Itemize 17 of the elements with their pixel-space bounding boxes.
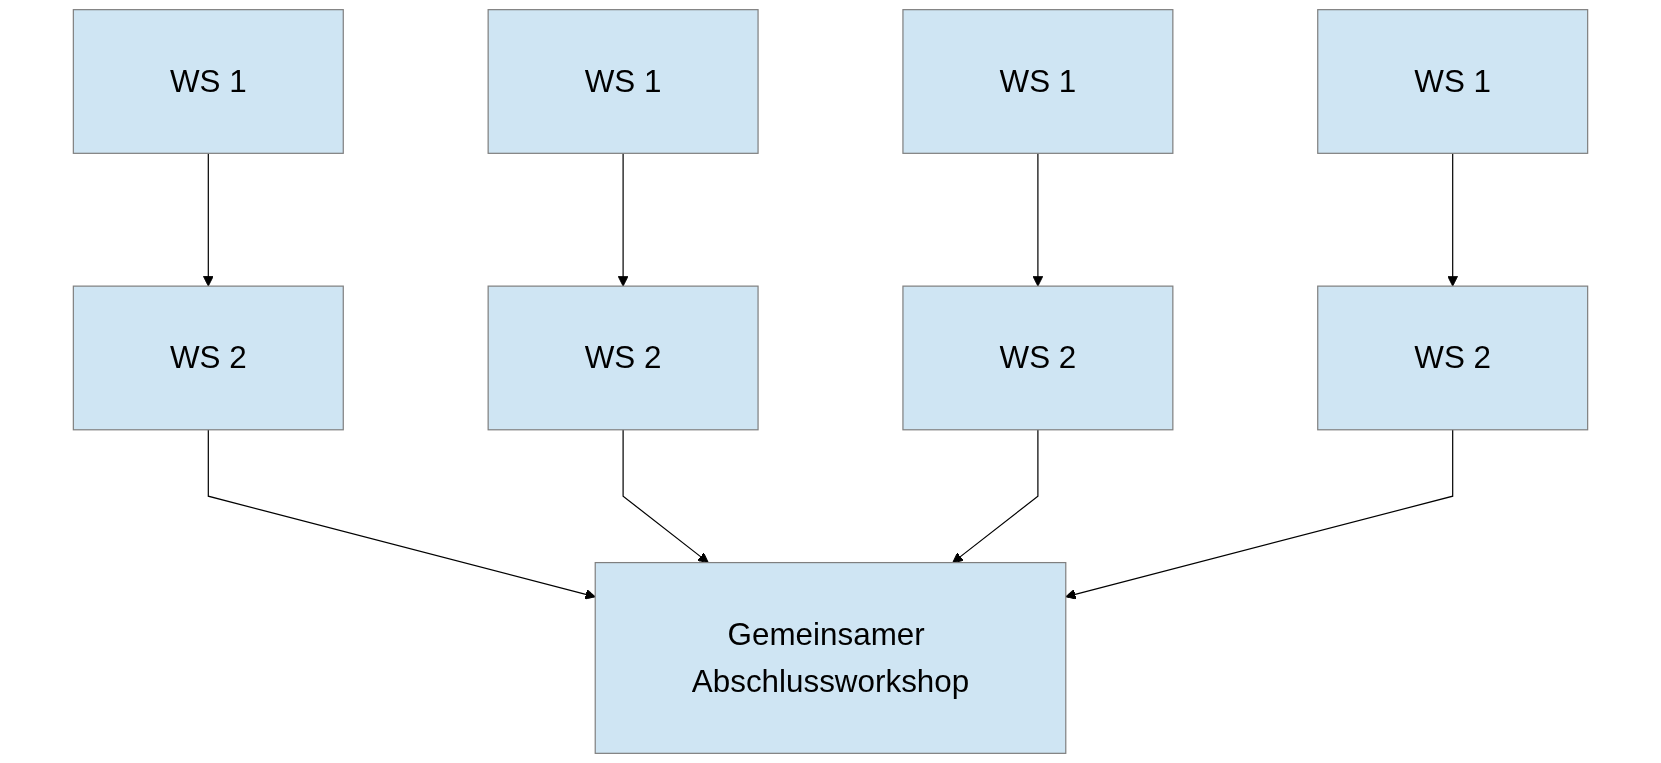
arrow [203,152,214,287]
arrow [617,152,629,287]
arrow [207,429,596,600]
node-box: WS 1 [487,9,759,154]
node-box: WS 2 [902,285,1174,431]
arrow [1032,152,1044,287]
node-box: WS 1 [72,9,344,154]
node-box: WS 1 [902,9,1174,154]
node-box: WS 2 [487,285,759,431]
node-box: WS 2 [72,285,344,431]
arrow [1065,429,1454,600]
arrow [952,429,1039,564]
node-box: Gemeinsamer Abschlussworkshop [594,562,1067,754]
node-box: WS 2 [1317,285,1589,431]
arrow [1447,152,1458,287]
node-box: WS 1 [1317,9,1589,154]
arrow [622,429,709,564]
